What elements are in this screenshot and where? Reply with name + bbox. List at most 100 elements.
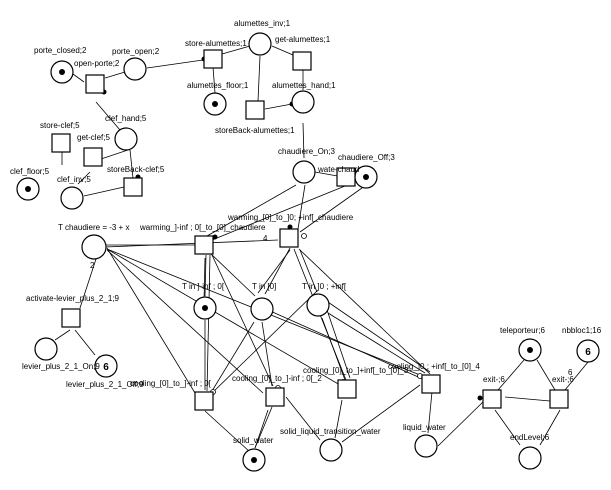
token-dot (25, 186, 31, 192)
arc (494, 409, 521, 446)
transition-store-clef (51, 133, 71, 153)
arc (72, 73, 85, 83)
token-dot (251, 457, 257, 463)
transition-open-porte (85, 74, 105, 94)
place-porte-open (123, 57, 147, 81)
token-dot (59, 69, 65, 75)
label-solid-liquid: solid_liquid_transition_water (280, 427, 381, 436)
label-warming-0-inf: warming_[0]_to_]0; +inf[_chaudiere (227, 213, 354, 222)
arc (211, 321, 255, 392)
arc (83, 186, 125, 197)
label-end-level: endLevel;6 (510, 433, 550, 442)
label-alumettes-inv: alumettes_inv;1 (234, 19, 291, 28)
token-count-levier-off: 6 (103, 362, 109, 373)
arc (79, 258, 97, 309)
arc (146, 59, 204, 69)
arc (504, 396, 551, 402)
arc (209, 252, 256, 297)
arc (497, 359, 525, 391)
label-exit-1: exit-;6 (483, 375, 505, 384)
arcs (54, 45, 589, 453)
arc (324, 303, 351, 379)
place-t-chaudiere (81, 234, 107, 260)
label-levier-off: levier_plus_2_1_Off;9 (66, 380, 144, 389)
arc (206, 184, 297, 237)
arc (104, 71, 126, 79)
arc-head-dot (287, 224, 293, 230)
place-t-in-0 (250, 297, 274, 321)
arc (327, 312, 426, 374)
label-levier-on: levier_plus_2_1_On;9 (22, 362, 100, 371)
transition-storeback-clef (123, 177, 143, 197)
transition-get-clef (83, 147, 103, 167)
label-nbbloc: nbbloc1;16 (562, 326, 602, 335)
arc (211, 254, 274, 387)
label-chaudiere-on: chaudiere_On;3 (278, 147, 335, 156)
transition-wate-chaud (336, 167, 356, 187)
label-open-porte: open-porte;2 (74, 59, 120, 68)
place-clef-hand (114, 127, 138, 151)
arc (299, 249, 318, 293)
arc (95, 101, 121, 131)
label-get-alumettes: get-alumettes;1 (275, 35, 331, 44)
label-teleporteur: teleporteur;6 (500, 326, 545, 335)
arc (221, 45, 251, 55)
label-cooling-0-inf-4: cooling_]0 ; +inf[_to_[0]_4 (388, 362, 480, 371)
arc (254, 406, 273, 449)
arc (264, 103, 293, 110)
arc-head-dot (212, 234, 218, 240)
transition-exit-1 (482, 389, 502, 409)
label-liquid-water: liquid_water (403, 423, 446, 432)
place-alumettes-inv (248, 32, 272, 56)
token-dot (527, 347, 533, 353)
transition-cooling-0-inf0-2 (265, 387, 285, 407)
arc-head-circle (301, 233, 307, 239)
label-arc-weight-2: 2 (90, 261, 95, 270)
arc (261, 321, 273, 387)
label-alumettes-floor: alumettes_floor;1 (187, 81, 249, 90)
label-activate-levier: activate-levier_plus_2_1;9 (26, 294, 119, 303)
token-dot (212, 101, 218, 107)
arc (267, 309, 426, 381)
arc (427, 391, 433, 434)
place-levier-on (34, 337, 58, 361)
arc (104, 239, 279, 248)
transition-exit-2 (549, 389, 569, 409)
arc (77, 171, 91, 185)
label-alumettes-hand: alumettes_hand;1 (272, 81, 336, 90)
label-cooling-0-inf-3: cooling_[0]_to_]+inf[_to_[0]_3 (303, 366, 409, 375)
label-clef-hand: clef_hand;5 (105, 114, 147, 123)
labels: porte_closed;2 open-porte;2 porte_open;2… (10, 19, 602, 445)
label-arc-weight-4: 4 (263, 234, 268, 243)
place-levier-off (94, 354, 118, 378)
arc (297, 184, 306, 230)
transition-cooling-0-inf-3 (337, 379, 357, 399)
arc (285, 396, 321, 441)
label-t-in-inf-0: T in ]-inf ; 0[ (182, 282, 225, 291)
arc (211, 185, 346, 241)
transition-warming-inf-0 (194, 235, 214, 255)
arc (74, 329, 96, 356)
label-porte-closed: porte_closed;2 (34, 46, 87, 55)
arc (257, 249, 291, 294)
place-nbbloc (576, 339, 600, 363)
place-end-level (518, 446, 542, 470)
arc (302, 122, 305, 159)
place-chaudiere-on (292, 160, 316, 184)
arc (106, 247, 196, 394)
label-store-clef: store-clef;5 (40, 121, 80, 130)
label-clef-inv: clef_inv;5 (57, 175, 91, 184)
label-get-clef: get-clef;5 (77, 133, 110, 142)
label-cooling-0-inf0: cooling_[0]_to_]-inf ; 0[ (130, 379, 212, 388)
arc (106, 249, 264, 394)
arc (206, 254, 211, 392)
arc (539, 409, 561, 446)
arc (334, 399, 343, 439)
label-exit-2: exit-;6 (552, 375, 574, 384)
arc (341, 384, 421, 443)
token-dot (202, 305, 208, 311)
label-store-alumettes: store-alumettes;1 (185, 39, 247, 48)
arc (203, 257, 206, 303)
arc (212, 66, 216, 94)
